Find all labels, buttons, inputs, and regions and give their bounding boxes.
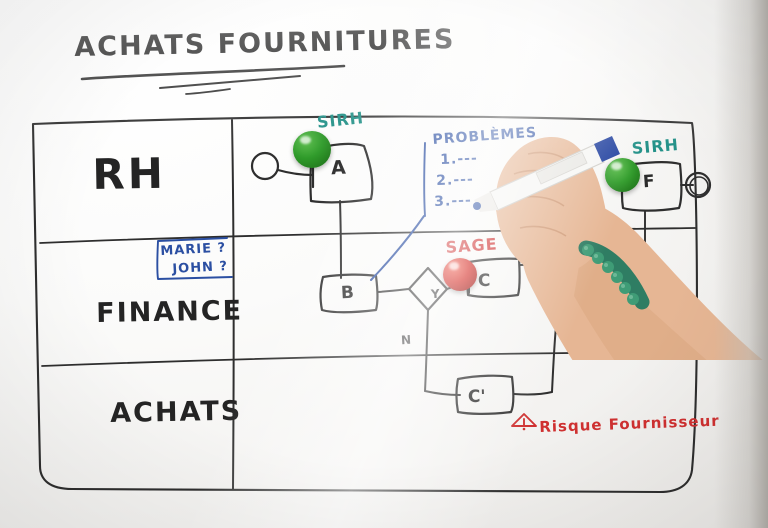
table-row-label-rh: RH [92, 148, 167, 199]
edge-no-to-Cprime [424, 390, 461, 396]
edge-D1-no-down [424, 309, 429, 392]
title-underline-2 [159, 75, 301, 89]
marker-tip-ink [473, 202, 481, 210]
problems-item-3: 3.--- [434, 192, 473, 210]
hand-holding-marker [473, 136, 763, 360]
table-row-label-finance: FINANCE [96, 295, 244, 329]
problems-bracket [423, 142, 426, 217]
table-row-label-achats: ACHATS [110, 395, 243, 429]
node-label-a: A [330, 156, 347, 180]
edge-Cprime-right [513, 391, 553, 396]
edge-label-yes: Y [430, 286, 441, 302]
node-label-c-prime: C' [467, 386, 487, 408]
edge-O1-A [276, 168, 315, 177]
problems-pointer-line [370, 215, 425, 281]
people-note-line-2: JOHN ? [172, 259, 229, 277]
title-underline-1 [80, 64, 346, 81]
edge-A-B [339, 200, 342, 279]
title-underline-3 [185, 88, 231, 95]
node-O1-circle [250, 151, 280, 181]
node-label-b: B [340, 282, 355, 304]
edge-label-no: N [400, 332, 412, 348]
node-D1-diamond [407, 266, 449, 312]
edge-B-D1 [377, 288, 410, 293]
problems-item-2: 2.--- [436, 171, 475, 189]
magnet-green-sirh-a [293, 131, 331, 168]
warning-triangle-dot [522, 427, 526, 431]
